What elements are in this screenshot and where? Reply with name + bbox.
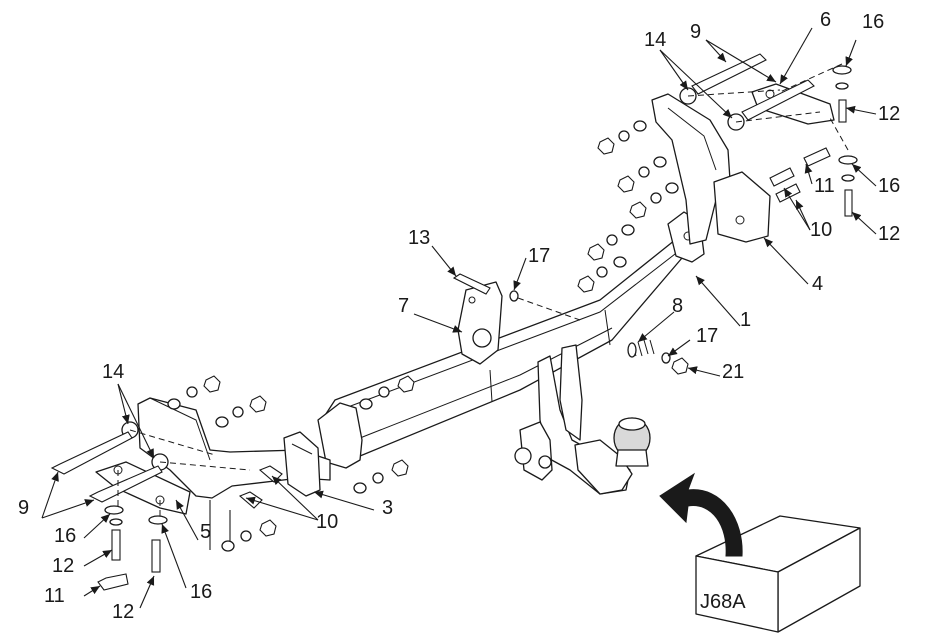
callout-16-left-a: 16 [54, 525, 76, 547]
callout-9-left: 9 [18, 497, 29, 519]
washer-17-upper [509, 290, 519, 302]
nut-21 [671, 357, 689, 375]
callout-12-left-b: 12 [112, 601, 134, 623]
right-fasteners [577, 120, 801, 293]
callout-21: 21 [722, 361, 744, 383]
socket-assembly-line [517, 297, 581, 321]
kit-box-label: J68A [700, 591, 746, 613]
callout-11-right: 11 [814, 175, 835, 197]
callout-5: 5 [200, 521, 211, 543]
callout-11-left: 11 [44, 585, 65, 607]
callout-13: 13 [408, 227, 430, 249]
callout-1: 1 [740, 309, 751, 331]
callout-14-left: 14 [102, 361, 124, 383]
leader-lines [41, 27, 877, 609]
kit-box: J68A [695, 515, 861, 633]
spring-8 [627, 339, 655, 358]
callout-10-right: 10 [810, 219, 832, 241]
callout-16-left-b: 16 [190, 581, 212, 603]
curved-arrow-icon [659, 472, 743, 557]
main-crossbar [317, 211, 705, 469]
callout-labels: 14 9 16 12 11 12 16 5 10 3 13 17 7 8 17 … [18, 9, 900, 623]
callout-16-right-b: 16 [878, 175, 900, 197]
callout-17-lower: 17 [696, 325, 718, 347]
tow-neck-assembly [514, 344, 633, 495]
callout-8: 8 [672, 295, 683, 317]
callout-12-right-b: 12 [878, 223, 900, 245]
callout-10-left: 10 [316, 511, 338, 533]
right-assembly-lines [687, 63, 849, 151]
callout-12-left-a: 12 [52, 555, 74, 577]
left-vertical-bolts [97, 505, 168, 591]
left-side-plate-3 [283, 431, 321, 497]
callout-9-right: 9 [690, 21, 701, 43]
bolt-13 [452, 273, 491, 295]
right-long-bolts [691, 53, 815, 121]
right-side-plate-4 [713, 171, 771, 243]
callout-17-upper: 17 [528, 245, 550, 267]
right-vertical-bolts [803, 65, 858, 217]
callout-6: 6 [820, 9, 831, 31]
left-assembly-lines [117, 429, 251, 550]
callout-7: 7 [398, 295, 409, 317]
left-long-bolts [50, 431, 163, 503]
callout-16-right-a: 16 [862, 11, 884, 33]
callout-3: 3 [382, 497, 393, 519]
tow-ball [613, 417, 651, 467]
callout-4: 4 [812, 273, 823, 295]
callout-12-right-a: 12 [878, 103, 900, 125]
callout-14-right: 14 [644, 29, 666, 51]
left-fasteners [167, 375, 415, 552]
washer-17-lower [661, 352, 671, 364]
socket-plate-7 [457, 281, 503, 365]
